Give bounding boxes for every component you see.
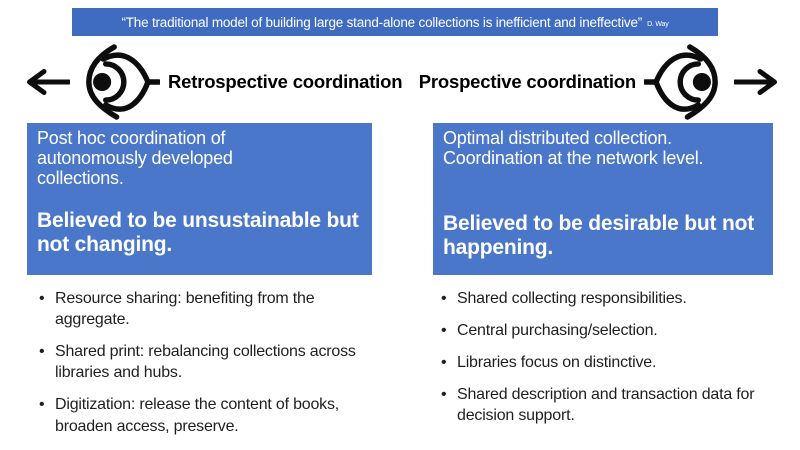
quote-text: “The traditional model of building large… [121,14,643,30]
retrospective-box-paragraph: Post hoc coordination of autonomously de… [37,128,233,189]
retrospective-header: Retrospective coordination [26,42,403,122]
list-item: Libraries focus on distinctive. [440,352,762,373]
prospective-title: Prospective coordination [418,71,636,92]
list-item: Central purchasing/selection. [440,320,762,341]
retrospective-box: Post hoc coordination of autonomously de… [27,123,372,275]
arrow-right-icon [734,67,778,97]
list-item: Digitization: release the content of boo… [38,394,368,436]
list-item: Shared print: rebalancing collections ac… [38,341,368,383]
list-item: Shared description and transaction data … [440,384,762,426]
arrow-left-icon [26,67,70,97]
prospective-box-emphasis: Believed to be desirable but not happeni… [443,212,754,259]
prospective-header: Prospective coordination [419,42,778,122]
prospective-box: Optimal distributed collection. Coordina… [433,123,773,275]
quote-banner: “The traditional model of building large… [72,8,718,36]
list-item: Resource sharing: benefiting from the ag… [38,288,368,330]
eye-looking-right-icon [644,44,726,120]
retrospective-box-emphasis: Believed to be unsustainable but not cha… [37,209,359,256]
prospective-bullet-list: Shared collecting responsibilities. Cent… [440,288,762,438]
list-item: Shared collecting responsibilities. [440,288,762,309]
retrospective-bullet-list: Resource sharing: benefiting from the ag… [38,288,368,448]
eye-looking-left-icon [78,44,160,120]
prospective-box-paragraph: Optimal distributed collection. Coordina… [443,128,704,169]
quote-attribution: D. Way [647,20,669,28]
retrospective-title: Retrospective coordination [168,71,403,92]
